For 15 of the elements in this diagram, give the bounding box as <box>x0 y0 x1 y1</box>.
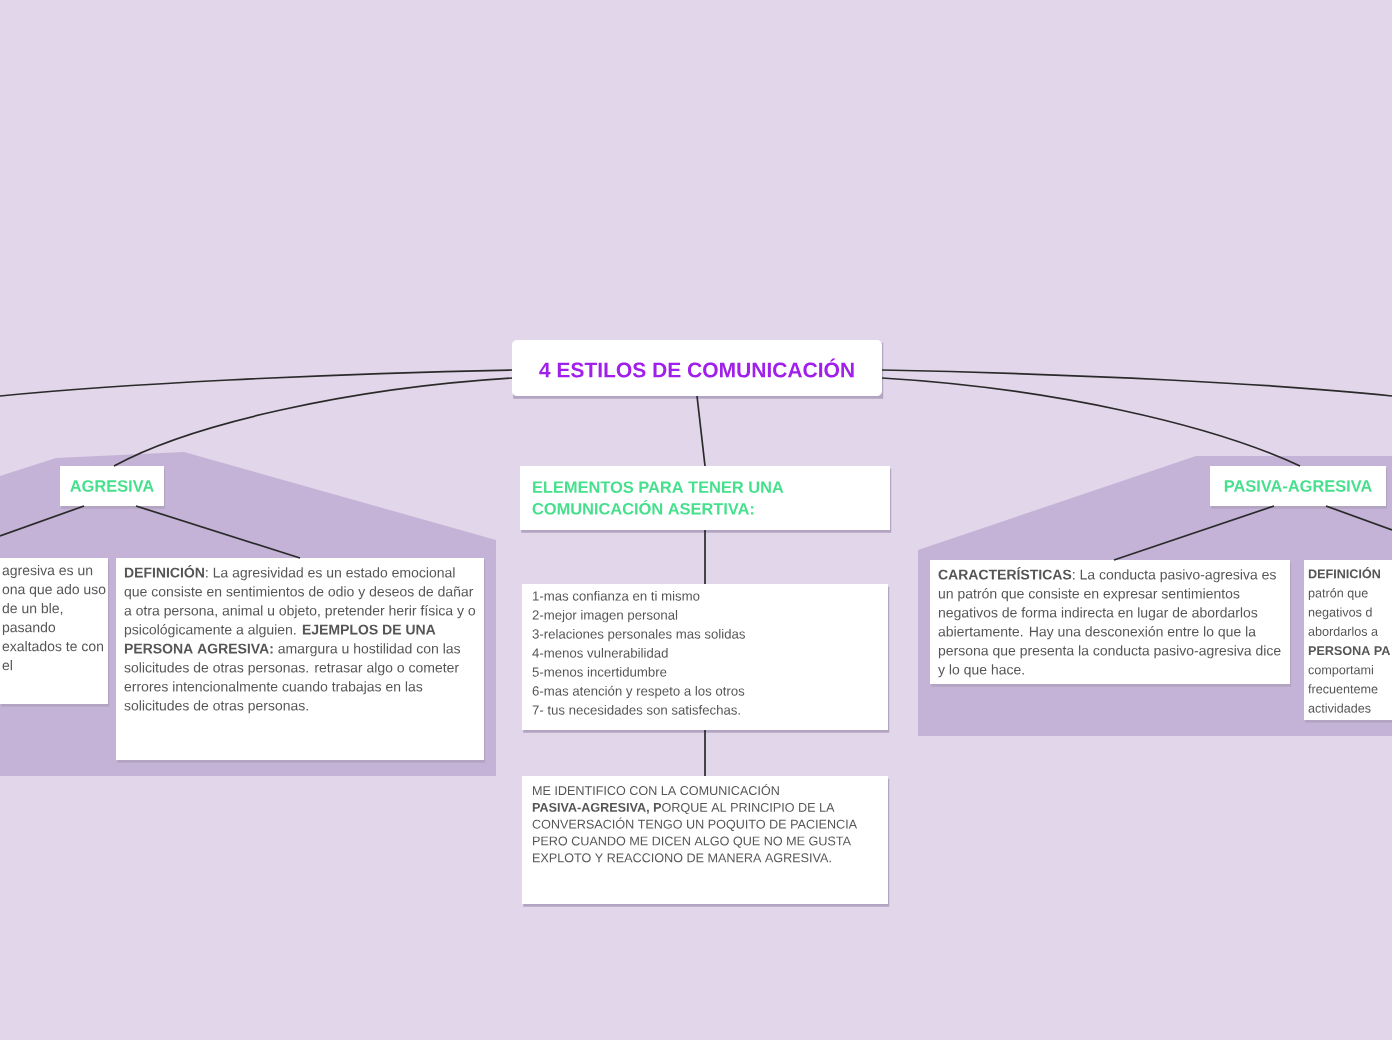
connector-line <box>881 377 1301 467</box>
central-topic-box: 4 ESTILOS DE COMUNICACIÓN <box>512 340 884 399</box>
topic-box: PASIVA-AGRESIVA <box>1210 466 1388 509</box>
connector-line <box>704 729 706 777</box>
connector-line <box>1325 505 1392 531</box>
connector-line <box>696 395 706 467</box>
connector-line <box>135 505 301 559</box>
connector-line <box>0 369 513 397</box>
connector-line <box>113 377 513 467</box>
connector-line <box>0 505 85 537</box>
topic-box: AGRESIVA <box>60 466 166 509</box>
topic-box: ELEMENTOS PARA TENER UNA COMUNICACIÓN ASERTIVA: <box>520 466 892 533</box>
connector-line <box>1113 505 1275 561</box>
connector-line <box>881 369 1392 397</box>
connector-line <box>704 529 706 585</box>
